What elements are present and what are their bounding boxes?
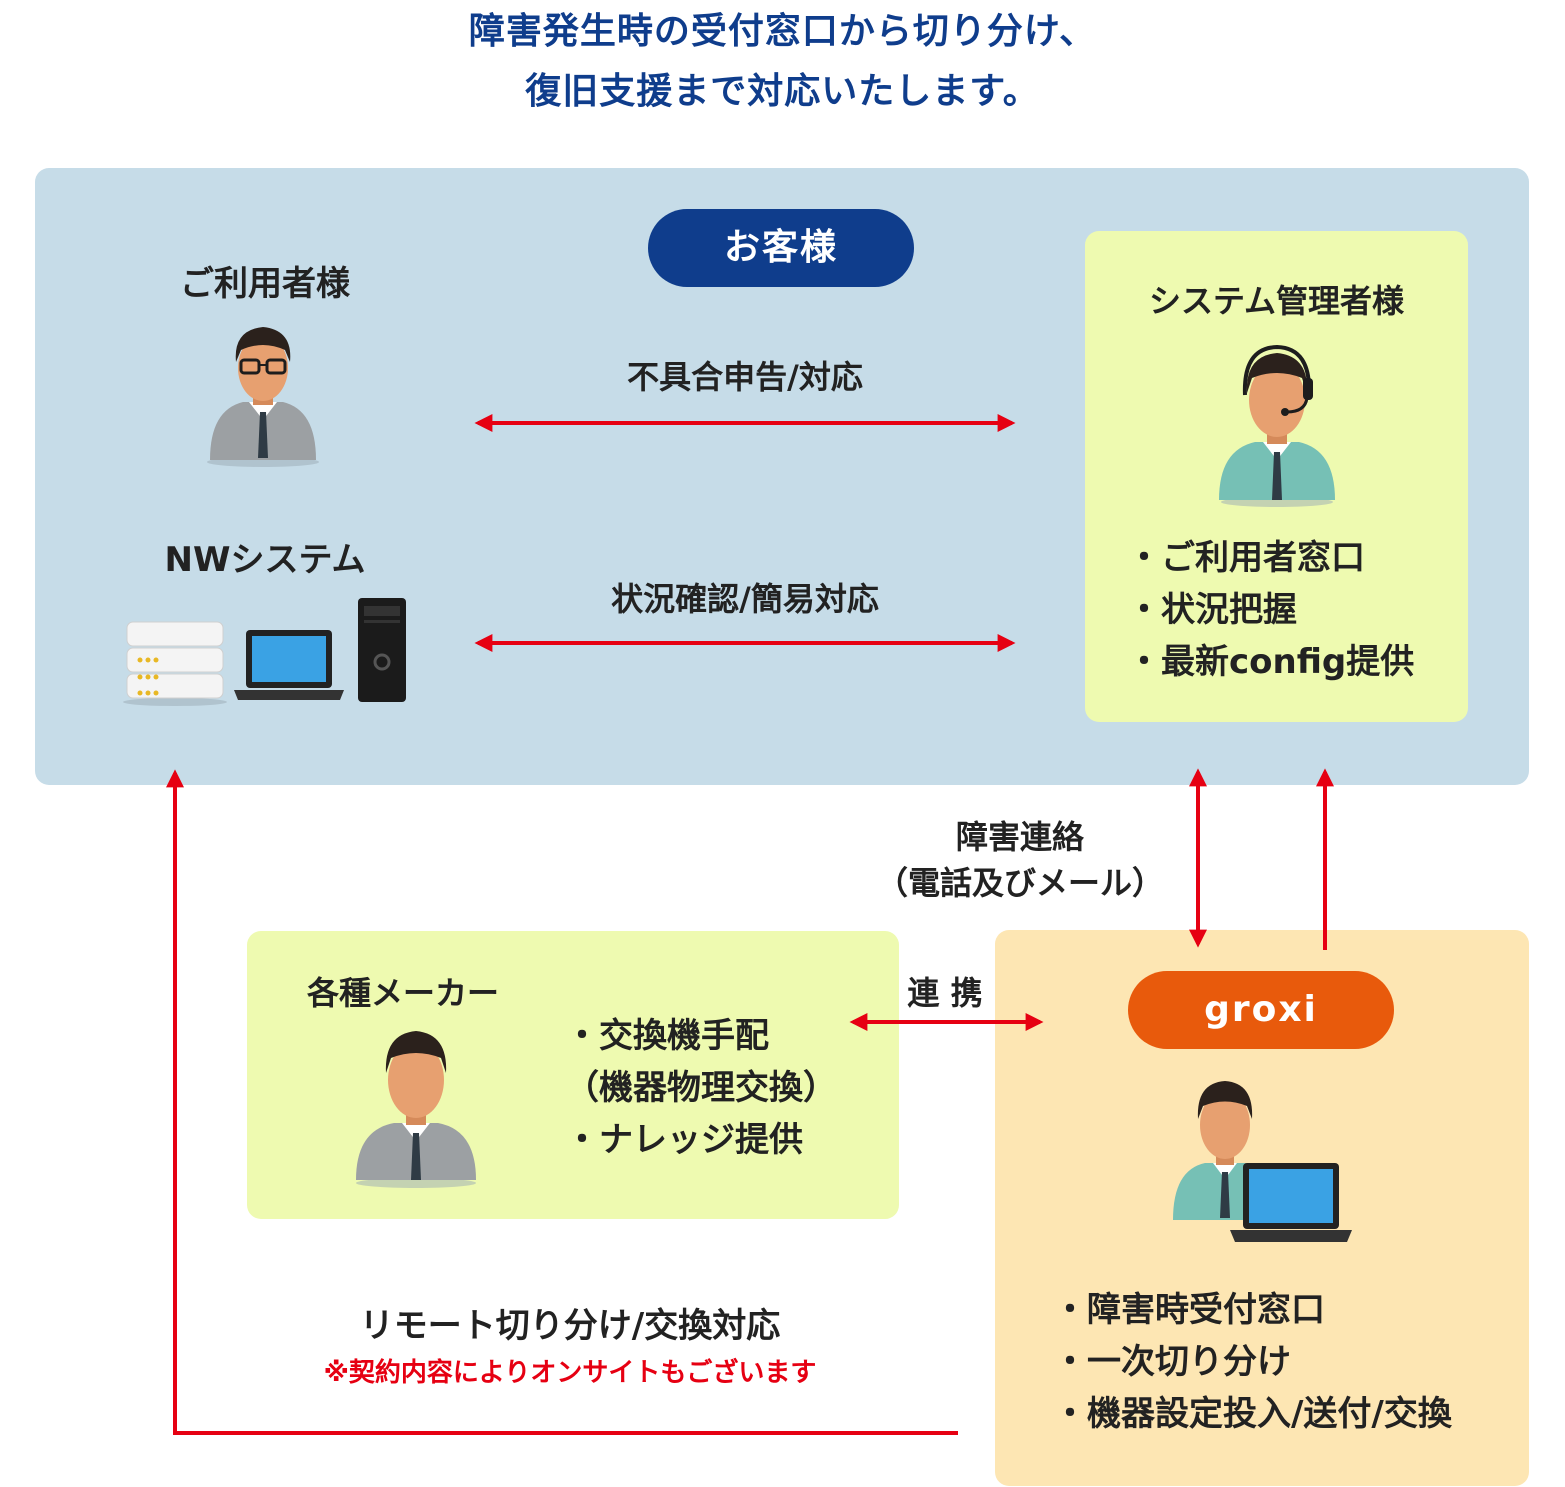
- user-label: ご利用者様: [180, 264, 350, 304]
- groxi-list: ・障害時受付窓口 ・一次切り分け ・機器設定投入/送付/交換: [1053, 1284, 1452, 1440]
- customer-badge: お客様: [648, 209, 914, 287]
- list-item: ・交換機手配: [565, 1016, 769, 1056]
- list-item: ・障害時受付窓口: [1053, 1290, 1325, 1330]
- list-item: ・機器設定投入/送付/交換: [1053, 1394, 1452, 1434]
- list-item: （機器物理交換）: [565, 1068, 837, 1108]
- groxi-badge: groxi: [1128, 971, 1394, 1049]
- user-person-icon: [207, 327, 319, 467]
- maker-title: 各種メーカー: [307, 974, 500, 1012]
- server-icon: [123, 621, 227, 706]
- list-item: ・一次切り分け: [1053, 1342, 1291, 1382]
- remote-note: ※契約内容によりオンサイトもございます: [323, 1358, 817, 1388]
- admin-headset-person-icon: [1219, 344, 1335, 507]
- admin-list: ・ご利用者窓口 ・状況把握 ・最新config提供: [1127, 532, 1414, 688]
- report-arrow-label: 不具合申告/対応: [627, 358, 863, 396]
- admin-title: システム管理者様: [1148, 282, 1405, 320]
- maker-person-icon: [356, 1031, 476, 1188]
- laptop-icon: [234, 630, 344, 700]
- remote-arrow: [166, 769, 958, 1435]
- list-item: ・ナレッジ提供: [565, 1120, 803, 1160]
- incident-label-line1: 障害連絡: [955, 818, 1084, 856]
- page-title-line2: 復旧支援まで対応いたします。: [525, 71, 1040, 112]
- maker-list: ・交換機手配 （機器物理交換） ・ナレッジ提供: [565, 1010, 837, 1166]
- remote-label: リモート切り分け/交換対応: [359, 1306, 781, 1346]
- collab-label: 連 携: [907, 974, 983, 1012]
- desktop-tower-icon: [358, 598, 406, 702]
- groxi-laptop-icon: [1230, 1163, 1352, 1242]
- list-item: ・ご利用者窓口: [1127, 538, 1365, 578]
- incident-label-line2: （電話及びメール）: [875, 864, 1164, 902]
- list-item: ・状況把握: [1127, 590, 1297, 630]
- status-arrow-label: 状況確認/簡易対応: [611, 580, 879, 618]
- list-item: ・最新config提供: [1127, 642, 1415, 682]
- page-title-line1: 障害発生時の受付窓口から切り分け、: [468, 11, 1097, 52]
- nw-system-label: NWシステム: [164, 540, 366, 580]
- maker-panel: [247, 931, 899, 1219]
